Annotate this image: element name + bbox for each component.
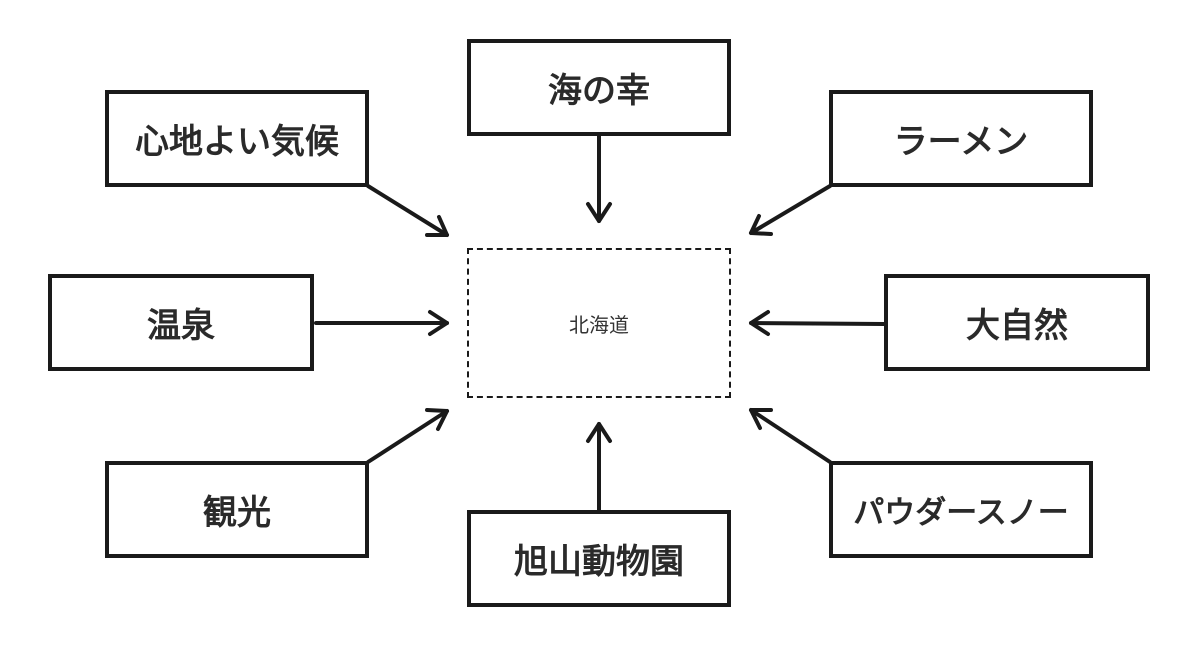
arrow-left bbox=[314, 310, 449, 336]
arrow-top-right bbox=[749, 184, 832, 236]
node-bottom: 旭山動物園 bbox=[467, 510, 731, 607]
node-top-right-label: ラーメン bbox=[893, 122, 1029, 162]
center-node: 北海道 bbox=[467, 248, 731, 398]
arrow-bottom-left bbox=[366, 408, 449, 464]
node-top-left-label: 心地よい気候 bbox=[135, 122, 339, 162]
node-bottom-label: 旭山動物園 bbox=[514, 542, 684, 582]
node-top-right: ラーメン bbox=[829, 90, 1093, 187]
arrow-right bbox=[749, 310, 886, 336]
node-top-left: 心地よい気候 bbox=[105, 90, 369, 187]
arrow-top-left bbox=[366, 184, 449, 237]
node-right: 大自然 bbox=[884, 274, 1150, 371]
center-node-label: 北海道 bbox=[569, 312, 629, 337]
node-bottom-left-label: 観光 bbox=[203, 493, 271, 533]
node-bottom-left: 観光 bbox=[105, 461, 369, 558]
arrow-bottom-right bbox=[749, 408, 832, 464]
node-top-label: 海の幸 bbox=[548, 71, 650, 111]
node-right-label: 大自然 bbox=[966, 306, 1068, 346]
arrow-bottom bbox=[586, 422, 612, 512]
arrow-top bbox=[586, 134, 612, 223]
node-left-label: 温泉 bbox=[147, 306, 215, 346]
node-top: 海の幸 bbox=[467, 39, 731, 136]
node-bottom-right-label: パウダースノー bbox=[853, 495, 1069, 531]
node-left: 温泉 bbox=[48, 274, 314, 371]
node-bottom-right: パウダースノー bbox=[829, 461, 1093, 558]
